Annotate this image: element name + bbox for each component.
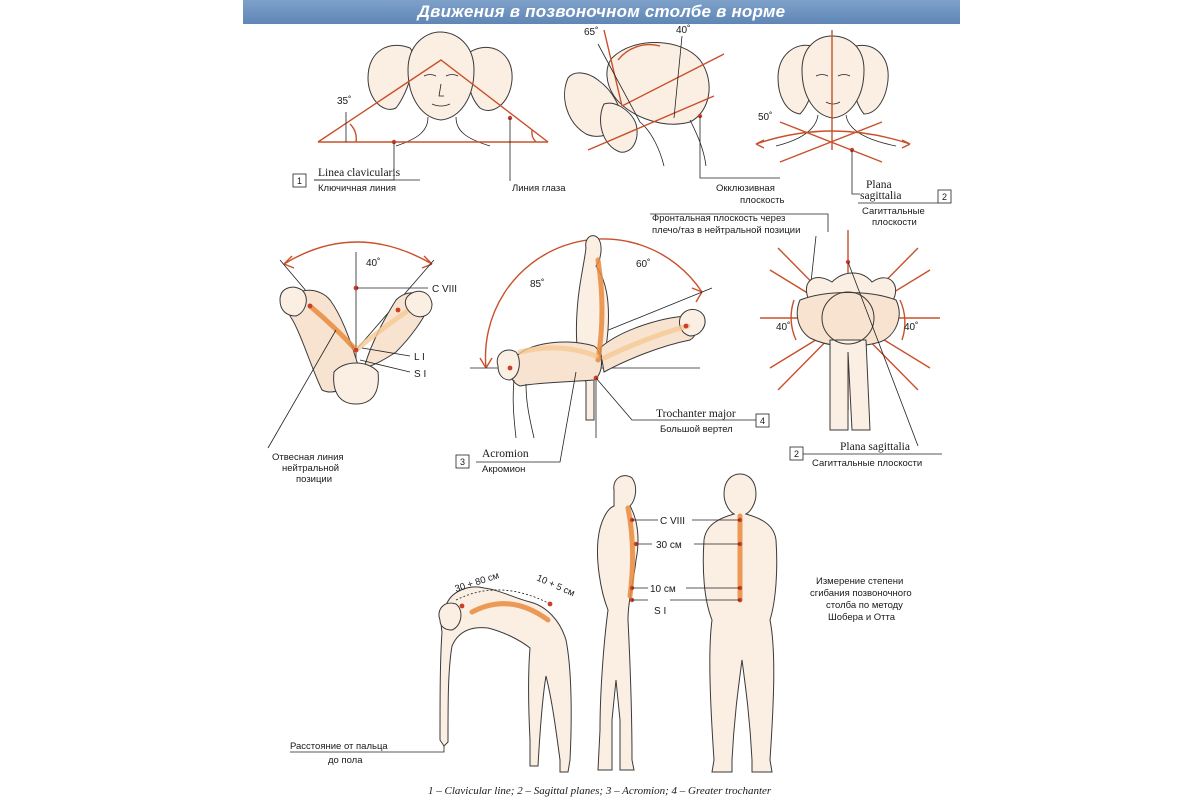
trunk-lateral-c8: C VIII: [432, 284, 457, 295]
sagittal-planes-ru-1: Сагиттальные: [862, 206, 925, 217]
clavicular-line-latin: Linea clavicularis: [318, 167, 401, 179]
head-rotation-illustration: [755, 30, 911, 195]
trunk-flexion-illustration: [470, 235, 713, 463]
trunk-rotation-angle-left: 40˚: [776, 321, 790, 333]
label-box-1: [292, 173, 307, 188]
plumb-line-label-3: позиции: [296, 474, 332, 485]
frontal-plane-label-2: плечо/таз в нейтральной позиции: [652, 225, 800, 236]
label-number-2-bottom: 2: [794, 449, 799, 459]
plana-sagittalia-2: sagittalia: [860, 190, 902, 202]
forward-bend-figure: [290, 586, 572, 773]
schober-measure-b: 10 + 5 см: [535, 573, 577, 600]
head-extension-angle: 40˚: [676, 24, 690, 36]
floor-distance-label-1: Расстояние от пальца: [290, 741, 388, 752]
schober-caption-1: Измерение степени: [816, 576, 903, 587]
trunk-lateral-s1: S I: [414, 369, 426, 380]
label-number-4: 4: [760, 416, 765, 426]
figure-legend: 1 – Clavicular line; 2 – Sagittal planes…: [428, 785, 772, 797]
label-box-4: [755, 413, 770, 428]
eye-line-label: Линия глаза: [512, 183, 566, 194]
acromion-russian: Акромион: [482, 464, 525, 475]
occlusal-plane-label-1: Окклюзивная: [716, 183, 775, 194]
head-flexion-angle: 65˚: [584, 26, 598, 38]
label-number-3: 3: [460, 457, 465, 467]
trunk-flexion-angle: 85˚: [530, 278, 544, 290]
trunk-rotation-angle-right: 40˚: [904, 321, 918, 333]
sagittal-planes-bottom-ru: Сагиттальные плоскости: [812, 458, 922, 469]
label-box-3: [455, 454, 470, 469]
trunk-lateral-l1: L I: [414, 352, 425, 363]
sagittal-planes-ru-2: плоскости: [872, 217, 917, 228]
frontal-plane-label-1: Фронтальная плоскость через: [652, 213, 785, 224]
occlusal-plane-label-2: плоскость: [740, 195, 784, 206]
schober-dist-10: 10 см: [650, 584, 676, 595]
schober-caption-3: столба по методу: [826, 600, 903, 611]
head-tilt-illustration: [314, 31, 549, 181]
head-rotation-angle: 50˚: [758, 111, 772, 123]
title-banner: Движения в позвоночном столбе в норме: [243, 0, 960, 24]
trunk-extension-angle: 60˚: [636, 258, 650, 270]
trochanter-russian: Большой вертел: [660, 424, 733, 435]
schober-caption-4: Шобера и Отта: [828, 612, 896, 623]
label-box-2-top: [937, 189, 952, 204]
schober-caption-2: сгибания позвоночного: [810, 588, 912, 599]
acromion-latin: Acromion: [482, 448, 529, 460]
head-flexion-illustration: [564, 29, 780, 179]
schober-c8: C VIII: [660, 516, 685, 527]
plana-sagittalia-1: Plana: [866, 179, 892, 191]
trochanter-latin: Trochanter major: [656, 408, 736, 420]
standing-back-figure: [702, 473, 778, 773]
head-tilt-angle: 35˚: [337, 95, 351, 107]
clavicular-line-russian: Ключичная линия: [318, 183, 396, 194]
plumb-line-label-2: нейтральной: [282, 463, 339, 474]
plumb-line-label-1: Отвесная линия: [272, 452, 344, 463]
label-number-2-top: 2: [942, 192, 947, 202]
label-box-2-bottom: [789, 446, 804, 461]
schober-s1: S I: [654, 606, 666, 617]
trunk-rotation-illustration: [650, 213, 940, 447]
schober-dist-30: 30 см: [656, 540, 682, 551]
trunk-lateral-angle: 40˚: [366, 257, 380, 269]
label-number-1: 1: [297, 176, 302, 186]
plana-sagittalia-bottom: Plana sagittalia: [840, 441, 910, 453]
trunk-lateral-illustration: [267, 241, 435, 449]
page-title: Движения в позвоночном столбе в норме: [417, 2, 786, 21]
floor-distance-label-2: до пола: [328, 755, 363, 766]
